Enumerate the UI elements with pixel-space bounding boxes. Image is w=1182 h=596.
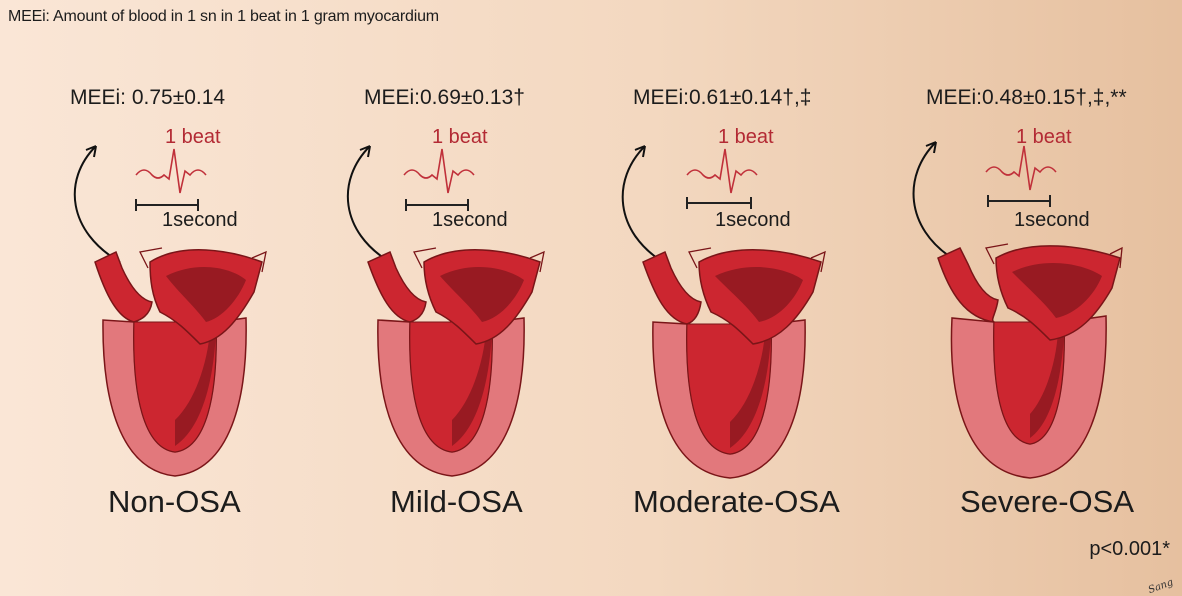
curved-arrow-icon — [346, 145, 391, 263]
heart-illustration-icon — [73, 145, 267, 477]
time-scale-bar-icon — [987, 195, 1051, 207]
time-scale-bar-icon — [135, 199, 199, 211]
time-scale-bar-icon — [405, 199, 469, 211]
time-label: 1second — [715, 209, 791, 231]
ecg-waveform-icon — [403, 148, 475, 194]
group-label: Severe-OSA — [960, 484, 1135, 519]
curved-arrow-icon — [912, 141, 953, 259]
panel-mild-osa: MEEi:0.69±0.13† 1 beat 1second Mild-OSA — [272, 0, 562, 596]
beat-label: 1 beat — [1016, 126, 1072, 148]
time-label: 1second — [162, 209, 238, 231]
heart-illustration-icon — [621, 145, 826, 479]
group-label: Mild-OSA — [390, 484, 523, 519]
meei-value: MEEi:0.69±0.13† — [364, 86, 525, 109]
heart-illustration-icon — [346, 145, 545, 477]
definition-caption: MEEi: Amount of blood in 1 sn in 1 beat … — [8, 8, 439, 25]
panel-non-osa: MEEi: 0.75±0.14 1 beat 1second Non-OSA — [0, 0, 290, 596]
panel-severe-osa: MEEi:0.48±0.15†,‡,** 1 beat 1second Seve… — [838, 0, 1134, 596]
beat-label: 1 beat — [165, 126, 221, 148]
time-scale-bar-icon — [686, 197, 752, 209]
heart-illustration-icon — [912, 141, 1123, 479]
curved-arrow-icon — [621, 145, 664, 263]
p-value: p<0.001* — [1089, 538, 1170, 560]
beat-label: 1 beat — [718, 126, 774, 148]
panel-moderate-osa: MEEi:0.61±0.14†,‡ 1 beat 1second Moderat… — [545, 0, 840, 596]
time-label: 1second — [1014, 209, 1090, 231]
ecg-waveform-icon — [985, 145, 1057, 191]
artist-signature: Sang — [1147, 576, 1176, 596]
time-label: 1second — [432, 209, 508, 231]
ecg-waveform-icon — [135, 148, 207, 194]
group-label: Moderate-OSA — [633, 484, 840, 519]
group-label: Non-OSA — [108, 484, 241, 519]
meei-value: MEEi:0.61±0.14†,‡ — [633, 86, 812, 109]
meei-value: MEEi:0.48±0.15†,‡,** — [926, 86, 1127, 109]
beat-label: 1 beat — [432, 126, 488, 148]
curved-arrow-icon — [73, 145, 121, 263]
meei-value: MEEi: 0.75±0.14 — [70, 86, 226, 109]
ecg-waveform-icon — [686, 148, 758, 194]
